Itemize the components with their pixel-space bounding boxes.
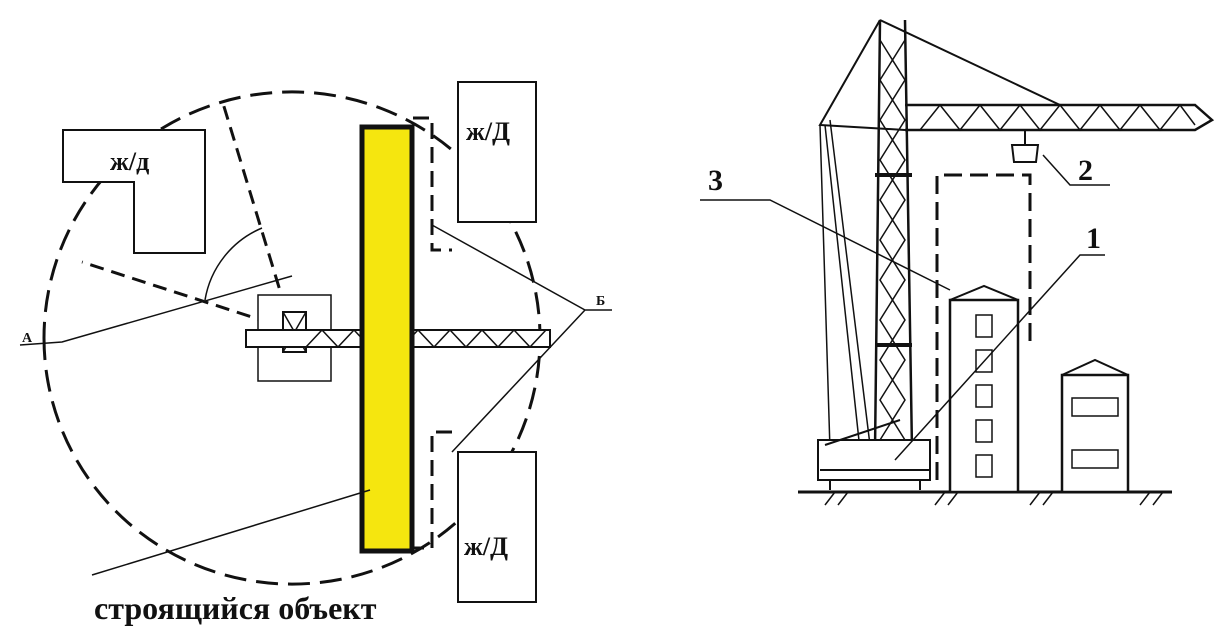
label-1: 1 bbox=[1086, 222, 1101, 255]
building-bottom-label: ж/Д bbox=[464, 532, 508, 561]
label-a: А bbox=[22, 331, 33, 346]
boom-truss-plan bbox=[305, 328, 547, 349]
crane-tower-elevation bbox=[873, 19, 914, 451]
leader-caption bbox=[91, 489, 371, 576]
building-top bbox=[457, 81, 537, 223]
label-2: 2 bbox=[1078, 154, 1093, 187]
height-envelope bbox=[935, 173, 1032, 480]
building-top-label: ж/Д bbox=[466, 117, 510, 146]
construction-object bbox=[359, 124, 415, 554]
crane-hook bbox=[1010, 130, 1040, 163]
leader-b bbox=[431, 224, 612, 453]
leader-1 bbox=[894, 254, 1105, 461]
crane-jib bbox=[905, 103, 1215, 132]
restricted-sector bbox=[81, 99, 294, 332]
ground-hatch bbox=[824, 491, 1164, 506]
jib-truss bbox=[919, 103, 1196, 132]
construction-object-caption: строящийся объект bbox=[94, 590, 377, 626]
building-under-construction bbox=[948, 298, 1020, 494]
elevation-view bbox=[700, 19, 1215, 506]
sector-arc bbox=[204, 227, 263, 301]
leader-3 bbox=[700, 199, 951, 291]
jib-stays bbox=[818, 19, 1061, 131]
crane-chassis bbox=[817, 439, 931, 481]
building-left bbox=[62, 129, 206, 254]
existing-building bbox=[1060, 373, 1130, 494]
leader-2 bbox=[1042, 154, 1110, 186]
danger-boundary-bottom bbox=[413, 430, 452, 550]
tower-truss bbox=[879, 39, 906, 441]
label-b: Б bbox=[596, 294, 605, 309]
danger-boundary-top bbox=[413, 116, 452, 252]
crane-cables bbox=[819, 119, 871, 451]
leader-a bbox=[19, 275, 293, 346]
building-left-label: ж/д bbox=[110, 147, 149, 176]
building-bottom bbox=[457, 451, 537, 603]
label-3: 3 bbox=[708, 164, 723, 197]
plan-view bbox=[19, 81, 612, 603]
building-windows bbox=[975, 314, 993, 478]
